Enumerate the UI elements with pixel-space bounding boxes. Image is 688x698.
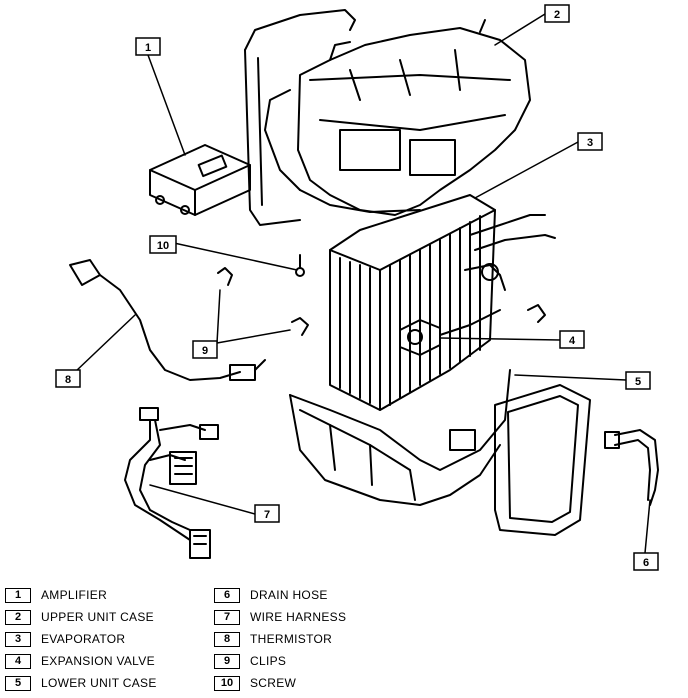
callout-4: 4 [559,330,585,349]
upper-unit-case-drawing [244,9,531,226]
clips-drawing [217,267,546,336]
legend-number-box: 5 [5,675,31,691]
legend-column-left: 1 AMPLIFIER 2 UPPER UNIT CASE 3 EVAPORAT… [5,584,157,694]
callout-9: 9 [192,340,218,359]
legend-number-box: 6 [214,587,240,603]
legend-number-box: 1 [5,587,31,603]
callout-7-number: 7 [264,509,270,521]
callout-5: 5 [625,371,651,390]
callout-2: 2 [544,4,570,23]
legend-label: UPPER UNIT CASE [41,610,154,624]
legend-label: EVAPORATOR [41,632,126,646]
screw-drawing [295,254,305,277]
legend-item: 8 THERMISTOR [214,628,346,650]
thermistor-drawing [69,259,266,381]
legend-item: 9 CLIPS [214,650,346,672]
parts-legend: 1 AMPLIFIER 2 UPPER UNIT CASE 3 EVAPORAT… [0,584,688,696]
callout-6-number: 6 [643,557,649,569]
callout-7: 7 [254,504,280,523]
callout-8-number: 8 [65,374,71,386]
callout-6: 6 [633,552,659,571]
legend-number-box: 10 [214,675,240,691]
legend-number-box: 4 [5,653,31,669]
legend-column-right: 6 DRAIN HOSE 7 WIRE HARNESS 8 THERMISTOR… [214,584,346,694]
legend-number-box: 3 [5,631,31,647]
legend-label: LOWER UNIT CASE [41,676,157,690]
legend-item: 5 LOWER UNIT CASE [5,672,157,694]
legend-item: 4 EXPANSION VALVE [5,650,157,672]
legend-label: THERMISTOR [250,632,333,646]
legend-item: 2 UPPER UNIT CASE [5,606,157,628]
legend-item: 6 DRAIN HOSE [214,584,346,606]
legend-number-box: 7 [214,609,240,625]
legend-label: SCREW [250,676,297,690]
legend-item: 3 EVAPORATOR [5,628,157,650]
legend-item: 10 SCREW [214,672,346,694]
legend-number-box: 9 [214,653,240,669]
callout-3-number: 3 [587,137,593,149]
legend-item: 1 AMPLIFIER [5,584,157,606]
gasket-frame-drawing [494,384,591,536]
callout-1-number: 1 [145,42,151,54]
exploded-view-diagram: 1 2 3 4 5 6 7 8 9 10 [55,4,659,571]
callout-1: 1 [135,37,161,56]
callout-9-number: 9 [202,345,208,357]
evaporator-drawing [329,194,556,411]
drain-hose-drawing [604,429,659,506]
callout-5-number: 5 [635,376,641,388]
legend-label: CLIPS [250,654,287,668]
legend-label: DRAIN HOSE [250,588,328,602]
callout-10: 10 [149,235,177,254]
amplifier-drawing [149,144,251,216]
callout-4-number: 4 [569,335,576,347]
callout-8: 8 [55,369,81,388]
legend-label: AMPLIFIER [41,588,108,602]
legend-label: WIRE HARNESS [250,610,347,624]
leader-lines [74,13,651,554]
legend-number-box: 8 [214,631,240,647]
legend-item: 7 WIRE HARNESS [214,606,346,628]
lower-unit-case-drawing [289,369,511,506]
wire-harness-drawing [124,407,219,559]
callout-3: 3 [577,132,603,151]
expansion-valve-drawing [399,309,501,356]
legend-number-box: 2 [5,609,31,625]
callout-10-number: 10 [157,240,169,252]
callout-2-number: 2 [554,9,560,21]
legend-label: EXPANSION VALVE [41,654,155,668]
